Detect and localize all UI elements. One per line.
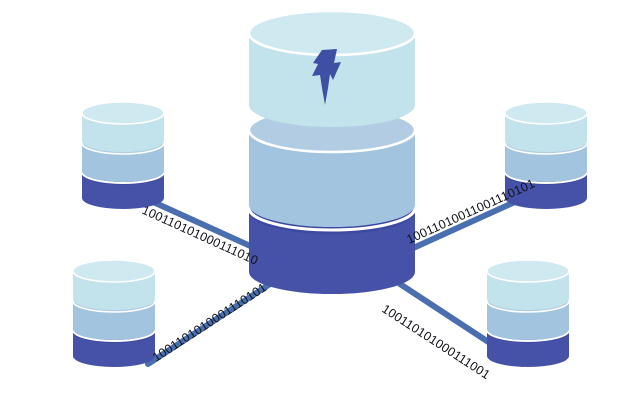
central-database[interactable] xyxy=(247,9,417,294)
connection-line-bottom-left[interactable] xyxy=(145,281,273,367)
connection-line-top-left[interactable] xyxy=(137,193,271,257)
connection-line-top-right[interactable] xyxy=(397,193,531,257)
lightning-bolt-icon xyxy=(312,49,341,105)
binary-label-top-left: 100110101000111010 xyxy=(140,203,260,268)
central-db-top-tier xyxy=(249,33,415,127)
binary-label-bottom-right: 100110101000111001 xyxy=(379,302,492,382)
central-db-middle-tier xyxy=(249,130,415,227)
binary-label-top-right: 10011010011001110101 xyxy=(404,176,537,246)
binary-label-bottom-left: 1001101010001110101 xyxy=(150,280,269,364)
database-node-bottom-left[interactable] xyxy=(72,259,156,368)
central-db-top-cap xyxy=(249,11,415,55)
database-node-bottom-right[interactable] xyxy=(486,259,570,368)
central-db-bottom-tier xyxy=(249,212,415,294)
database-node-top-left[interactable] xyxy=(81,101,165,210)
